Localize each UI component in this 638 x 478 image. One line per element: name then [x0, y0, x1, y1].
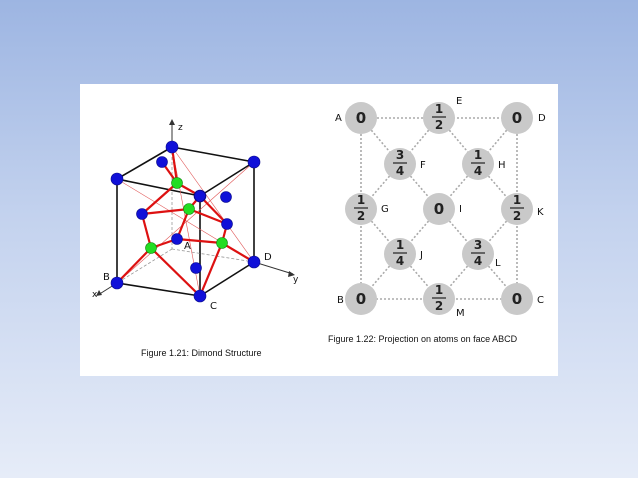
interior-atom-1: [171, 177, 183, 189]
interior-atom-4: [216, 237, 228, 249]
figure-svg: z y x: [92, 96, 546, 358]
atom-e-label: E: [456, 96, 462, 107]
atom-l: [462, 238, 494, 270]
atom-j-numerator: 1: [396, 238, 404, 252]
corner-label-c: C: [210, 301, 217, 312]
atom-face-bottom: [190, 262, 202, 274]
atom-j-denominator: 4: [396, 254, 404, 268]
atom-f-numerator: 3: [396, 148, 404, 162]
atom-a-label: A: [335, 113, 342, 124]
atom-f: [384, 148, 416, 180]
atom-g: [345, 193, 377, 225]
corner-label-a: A: [184, 241, 191, 252]
face-diagonals: [116, 146, 255, 297]
atom-m: [423, 283, 455, 315]
diamond-structure-diagram: z y x: [92, 119, 299, 358]
atom-a: [345, 102, 377, 134]
projection-atoms: 0 A 1 2 E 0 D 3 4 F 1: [335, 96, 546, 319]
y-axis-arrow: [288, 271, 295, 277]
atom-i-value: 0: [434, 200, 444, 218]
atom-h: [462, 148, 494, 180]
atom-top-back-left: [165, 140, 179, 154]
left-figure-caption: Figure 1.21: Dimond Structure: [141, 348, 262, 358]
atom-face-right: [221, 218, 233, 230]
atom-b: [345, 283, 377, 315]
corner-label-b: B: [103, 272, 110, 283]
atom-f-denominator: 4: [396, 164, 404, 178]
atom-l-denominator: 4: [474, 254, 482, 268]
atom-d: [501, 102, 533, 134]
atom-h-numerator: 1: [474, 148, 482, 162]
atom-m-numerator: 1: [435, 283, 443, 297]
y-axis-label: y: [293, 275, 299, 285]
atom-face-back: [220, 191, 232, 203]
atom-d-value: 0: [512, 109, 522, 127]
atom-j: [384, 238, 416, 270]
projection-diagram: 0 A 1 2 E 0 D 3 4 F 1: [328, 96, 546, 344]
atom-corner-c: [193, 289, 207, 303]
atom-k-label: K: [537, 207, 544, 218]
atom-i: [423, 193, 455, 225]
atom-c-value: 0: [512, 290, 522, 308]
atom-m-label: M: [456, 308, 465, 319]
atom-e: [423, 102, 455, 134]
x-axis-arrow: [96, 290, 102, 296]
atom-b-value: 0: [356, 290, 366, 308]
figure-card: z y x: [80, 84, 558, 376]
atom-m-denominator: 2: [435, 299, 443, 313]
z-axis-arrow: [169, 119, 175, 125]
interior-atom-3: [145, 242, 157, 254]
atom-d-label: D: [538, 113, 546, 124]
cube-edges: [116, 146, 255, 297]
atom-k: [501, 193, 533, 225]
atom-face-front: [194, 190, 206, 202]
atom-e-numerator: 1: [435, 102, 443, 116]
hidden-edges: [116, 147, 255, 284]
atom-corner-b: [110, 276, 124, 290]
right-figure-caption: Figure 1.22: Projection on atoms on face…: [328, 334, 518, 344]
atom-l-label: L: [495, 258, 501, 269]
atom-c-label: C: [537, 295, 544, 306]
atom-top-front-left: [110, 172, 124, 186]
atom-g-numerator: 1: [357, 193, 365, 207]
atom-face-top: [156, 156, 168, 168]
atom-h-denominator: 4: [474, 164, 482, 178]
atom-g-denominator: 2: [357, 209, 365, 223]
lattice-atoms: [110, 140, 261, 303]
bonds: [116, 146, 255, 297]
atom-top-back-right: [247, 155, 261, 169]
interior-atom-2: [183, 203, 195, 215]
atom-j-label: J: [419, 250, 423, 261]
corner-label-d: D: [264, 252, 272, 263]
atom-face-left: [136, 208, 148, 220]
interior-atoms: [145, 177, 228, 254]
atom-e-denominator: 2: [435, 118, 443, 132]
z-axis-label: z: [178, 123, 183, 133]
atom-c: [501, 283, 533, 315]
atom-i-label: I: [459, 204, 462, 215]
atom-g-label: G: [381, 204, 389, 215]
atom-f-label: F: [420, 160, 426, 171]
atom-l-numerator: 3: [474, 238, 482, 252]
atom-k-denominator: 2: [513, 209, 521, 223]
atom-h-label: H: [498, 160, 506, 171]
x-axis-label: x: [92, 290, 98, 300]
atom-k-numerator: 1: [513, 193, 521, 207]
atom-corner-d: [247, 255, 261, 269]
atom-a-value: 0: [356, 109, 366, 127]
atom-b-label: B: [337, 295, 344, 306]
atom-face-center-a: [171, 233, 183, 245]
